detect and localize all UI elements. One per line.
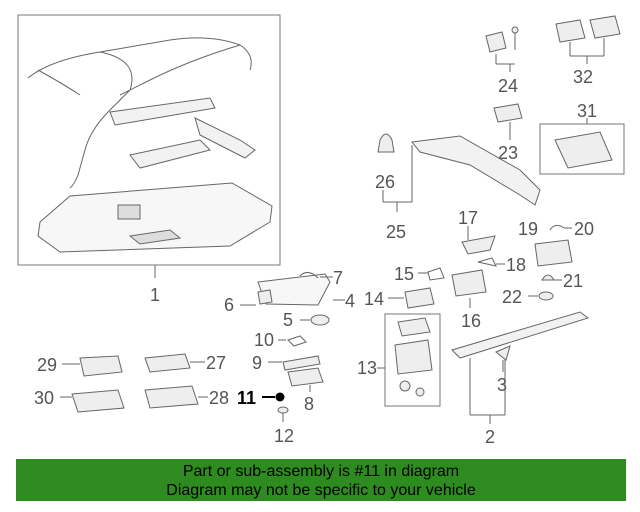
clip-part-9 bbox=[282, 355, 321, 371]
callout-22: 22 bbox=[502, 287, 522, 307]
washer-part-12 bbox=[277, 406, 289, 414]
callout-25: 25 bbox=[386, 222, 406, 242]
callout-11: 11 bbox=[237, 388, 256, 408]
callout-14: 14 bbox=[364, 289, 384, 309]
clip-part-15 bbox=[427, 267, 445, 281]
callout-32: 32 bbox=[573, 67, 593, 87]
clip-part-21 bbox=[541, 274, 555, 281]
lamp-part-31 bbox=[554, 131, 613, 169]
console-part-28 bbox=[144, 385, 199, 409]
headliner-lamp-part bbox=[128, 229, 182, 245]
callout-17: 17 bbox=[458, 208, 478, 228]
callout-1: 1 bbox=[150, 285, 160, 305]
visor-holder-part bbox=[257, 289, 273, 305]
headliner-bracket-part bbox=[129, 139, 211, 169]
callout-3: 3 bbox=[497, 375, 507, 395]
callout-8: 8 bbox=[304, 394, 314, 414]
bracket-part-24 bbox=[485, 31, 507, 53]
console-group-box-13 bbox=[384, 313, 441, 407]
callout-15: 15 bbox=[394, 264, 414, 284]
info-banner: Part or sub-assembly is #11 in diagram D… bbox=[16, 459, 626, 501]
lamp-part-32a bbox=[555, 19, 586, 43]
bracket-part-17 bbox=[461, 235, 496, 255]
callout-26: 26 bbox=[375, 172, 395, 192]
callout-7: 7 bbox=[333, 268, 343, 288]
console-part-13b bbox=[394, 339, 433, 375]
callout-21: 21 bbox=[563, 271, 583, 291]
callout-28: 28 bbox=[209, 388, 229, 408]
washer-part-22 bbox=[538, 291, 554, 301]
screw-part-11 bbox=[275, 392, 285, 402]
console-part-13c bbox=[399, 380, 411, 392]
headliner-group-box bbox=[17, 14, 281, 266]
lamp-group-box-31 bbox=[539, 123, 625, 175]
callout-19: 19 bbox=[518, 219, 538, 239]
callout-30: 30 bbox=[34, 388, 54, 408]
banner-line-1: Part or sub-assembly is #11 in diagram bbox=[182, 463, 460, 480]
callout-2: 2 bbox=[485, 427, 495, 447]
lamp-part-19 bbox=[534, 239, 573, 267]
callout-4: 4 bbox=[345, 291, 355, 311]
callout-9: 9 bbox=[252, 353, 262, 373]
screw-part-24 bbox=[511, 26, 519, 34]
visor-cap-part bbox=[310, 314, 330, 326]
headliner-cutout-part bbox=[117, 204, 141, 220]
lamp-part-16 bbox=[451, 269, 487, 297]
console-part-27 bbox=[144, 353, 191, 373]
map-lamp-part bbox=[287, 367, 324, 387]
console-part-13a bbox=[397, 317, 431, 337]
rail-part-2 bbox=[451, 311, 590, 359]
callout-27: 27 bbox=[206, 353, 226, 373]
bracket-part-23 bbox=[493, 103, 523, 123]
clip-part-18 bbox=[477, 257, 497, 267]
callout-18: 18 bbox=[506, 255, 526, 275]
console-part-13d bbox=[415, 387, 425, 397]
callout-23: 23 bbox=[498, 143, 518, 163]
callout-13: 13 bbox=[357, 358, 377, 378]
headliner-panel-part bbox=[37, 182, 273, 253]
visor-clip-part bbox=[299, 272, 319, 279]
clip-part-26 bbox=[377, 133, 395, 153]
callout-31: 31 bbox=[577, 101, 597, 121]
callout-24: 24 bbox=[498, 76, 518, 96]
clip-part-10 bbox=[287, 335, 307, 347]
callout-5: 5 bbox=[283, 310, 293, 330]
callout-12: 12 bbox=[274, 426, 294, 446]
clip-part-3 bbox=[495, 345, 511, 361]
callout-10: 10 bbox=[254, 330, 274, 350]
callout-16: 16 bbox=[461, 311, 481, 331]
roof-rail-part-25 bbox=[411, 135, 541, 206]
headliner-bracket-part bbox=[194, 117, 256, 159]
headliner-bracket-part bbox=[109, 97, 216, 126]
callout-6: 6 bbox=[224, 295, 234, 315]
wire-harness-part bbox=[27, 37, 252, 189]
lamp-part-14 bbox=[404, 287, 435, 309]
callout-29: 29 bbox=[37, 355, 57, 375]
callout-20: 20 bbox=[574, 219, 594, 239]
clip-part-20 bbox=[549, 224, 565, 231]
banner-line-2: Diagram may not be specific to your vehi… bbox=[166, 482, 476, 499]
console-part-30 bbox=[71, 389, 125, 413]
console-part-29 bbox=[79, 355, 123, 377]
lamp-part-32b bbox=[589, 15, 621, 39]
parts-diagram: 1 2 3 4 5 6 7 8 9 10 11 12 13 14 15 16 1… bbox=[17, 14, 625, 447]
